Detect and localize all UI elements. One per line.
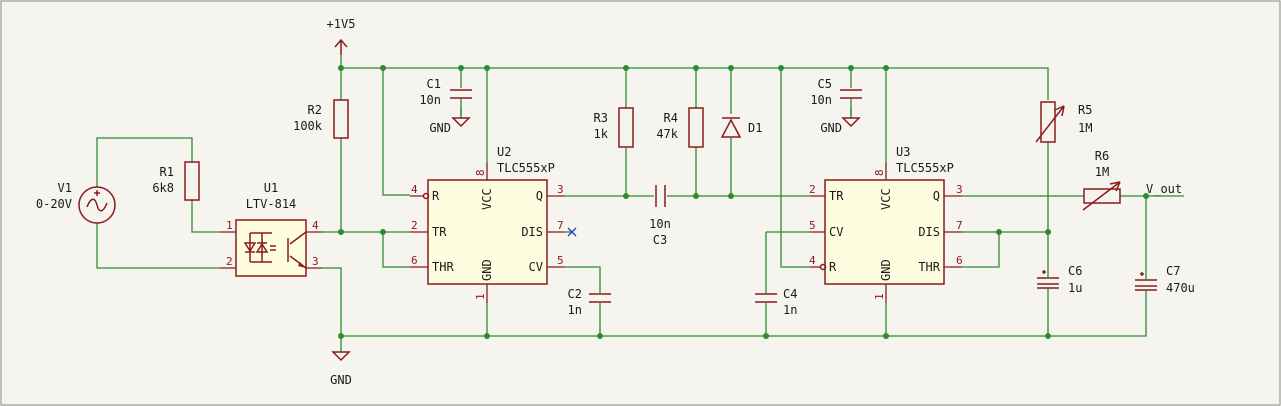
u1-pin4: 4	[312, 219, 319, 232]
junctions	[338, 65, 1149, 339]
u3-value: TLC555xP	[896, 161, 954, 175]
u2-pin-tr: 2	[411, 219, 418, 232]
c7-value: 470u	[1166, 281, 1195, 295]
c1-capacitor: C1 10n GND	[419, 77, 472, 135]
r1-resistor: R1 6k8	[152, 161, 200, 201]
c6-capacitor: C6 1u	[1037, 264, 1082, 296]
r1-ref: R1	[160, 165, 174, 179]
u1-pin2: 2	[226, 255, 233, 268]
u3-pin-r: 4	[809, 254, 816, 267]
u3-timer: 2 5 4 3 7 6 8 1 TR CV R Q DIS THR VCC GN…	[809, 145, 963, 303]
u2-pin-gnd: 1	[474, 293, 487, 300]
c3-value: 10n	[649, 217, 671, 231]
r5-ref: R5	[1078, 103, 1092, 117]
gnd-label: GND	[330, 373, 352, 387]
v1-source: V1 0-20V	[36, 181, 116, 224]
u3-label-gnd: GND	[879, 259, 893, 281]
gnd-symbol-main: GND	[330, 351, 352, 387]
v1-ref: V1	[58, 181, 72, 195]
c4-value: 1n	[783, 303, 797, 317]
vcc-symbol: +1V5	[327, 17, 356, 55]
r5-value: 1M	[1078, 121, 1092, 135]
c1-gnd: GND	[429, 121, 451, 135]
c3-ref: C3	[653, 233, 667, 247]
u2-label-thr: THR	[432, 260, 454, 274]
r3-ref: R3	[594, 111, 608, 125]
c5-ref: C5	[818, 77, 832, 91]
vcc-label: +1V5	[327, 17, 356, 31]
v1-value: 0-20V	[36, 197, 72, 211]
r4-resistor: R4 47k	[656, 107, 704, 148]
c2-capacitor: C2 1n	[568, 287, 611, 317]
u1-optocoupler: 1 2 3 4 U1 LTV-814	[220, 181, 322, 277]
u2-pin-vcc: 8	[474, 169, 487, 176]
r6-value: 1M	[1095, 165, 1109, 179]
u3-pin-q: 3	[956, 183, 963, 196]
r4-ref: R4	[664, 111, 678, 125]
c4-capacitor: C4 1n	[755, 287, 797, 317]
u3-pin-cv: 5	[809, 219, 816, 232]
u3-label-tr: TR	[829, 189, 844, 203]
r2-resistor: R2 100k	[293, 99, 349, 139]
u2-label-gnd: GND	[480, 259, 494, 281]
r2-value: 100k	[293, 119, 323, 133]
d1-diode: D1	[720, 117, 762, 138]
u2-pin-dis: 7	[557, 219, 564, 232]
c2-ref: C2	[568, 287, 582, 301]
u1-value: LTV-814	[246, 197, 297, 211]
u2-label-dis: DIS	[521, 225, 543, 239]
r6-potentiometer: R6 1M	[1082, 149, 1121, 211]
r6-ref: R6	[1095, 149, 1109, 163]
u1-pin3: 3	[312, 255, 319, 268]
u3-pin-vcc: 8	[873, 169, 886, 176]
c7-capacitor: C7 470u	[1135, 264, 1195, 298]
u2-pin-r: 4	[411, 183, 418, 196]
u3-label-vcc: VCC	[879, 188, 893, 210]
u2-pin-thr: 6	[411, 254, 418, 267]
r2-ref: R2	[308, 103, 322, 117]
u2-dis-noconnect	[567, 227, 577, 237]
u3-pin-dis: 7	[956, 219, 963, 232]
u3-label-dis: DIS	[918, 225, 940, 239]
u2-label-r: R	[432, 189, 440, 203]
d1-ref: D1	[748, 121, 762, 135]
u2-value: TLC555xP	[497, 161, 555, 175]
c1-value: 10n	[419, 93, 441, 107]
u2-pin-cv: 5	[557, 254, 564, 267]
r1-value: 6k8	[152, 181, 174, 195]
u2-label-q: Q	[536, 189, 543, 203]
u2-label-cv: CV	[529, 260, 543, 274]
r4-value: 47k	[656, 127, 678, 141]
u2-ref: U2	[497, 145, 511, 159]
c7-ref: C7	[1166, 264, 1180, 278]
c6-value: 1u	[1068, 281, 1082, 295]
net-label-vout: V_out	[1146, 182, 1182, 196]
c5-value: 10n	[810, 93, 832, 107]
u2-label-tr: TR	[432, 225, 447, 239]
c5-capacitor: C5 10n GND	[810, 77, 862, 135]
c4-ref: C4	[783, 287, 797, 301]
u2-label-vcc: VCC	[480, 188, 494, 210]
u3-pin-thr: 6	[956, 254, 963, 267]
c1-ref: C1	[427, 77, 441, 91]
u3-label-cv: CV	[829, 225, 843, 239]
u3-label-r: R	[829, 260, 837, 274]
c3-capacitor: 10n C3	[649, 185, 671, 247]
r3-value: 1k	[594, 127, 609, 141]
r5-potentiometer: R5 1M	[1035, 101, 1092, 143]
c2-value: 1n	[568, 303, 582, 317]
u2-pin-q: 3	[557, 183, 564, 196]
u1-ref: U1	[264, 181, 278, 195]
u1-pin1: 1	[226, 219, 233, 232]
u3-label-q: Q	[933, 189, 940, 203]
u3-pin-gnd: 1	[873, 293, 886, 300]
u2-timer: 4 2 6 3 7 5 8 1 R TR THR Q DIS CV VCC GN…	[410, 145, 577, 303]
r3-resistor: R3 1k	[594, 107, 634, 148]
c5-gnd: GND	[820, 121, 842, 135]
u3-ref: U3	[896, 145, 910, 159]
u3-label-thr: THR	[918, 260, 940, 274]
u3-pin-tr: 2	[809, 183, 816, 196]
c6-ref: C6	[1068, 264, 1082, 278]
